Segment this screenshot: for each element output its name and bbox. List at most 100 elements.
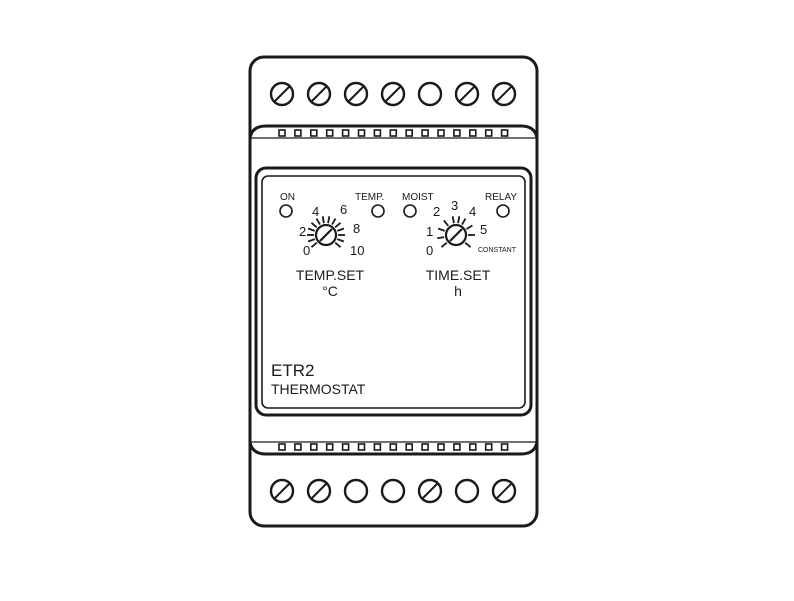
vent-slot — [389, 129, 398, 137]
screw-slot — [496, 483, 512, 499]
vent-slot — [294, 443, 302, 451]
vent-slot — [357, 129, 366, 137]
led-moist-icon — [403, 204, 417, 218]
dial-tick-mark — [307, 238, 316, 243]
screw-slot — [459, 86, 475, 102]
dial-tick-mark — [307, 227, 316, 232]
dial-tick-mark — [457, 216, 461, 224]
bottom-terminal-4[interactable] — [380, 478, 406, 504]
bottom-terminal-7[interactable] — [491, 478, 517, 504]
vent-slot — [341, 443, 350, 451]
vent-slot — [325, 129, 334, 137]
indicator-moist: MOIST — [402, 192, 434, 218]
temp-tick-4: 4 — [312, 204, 319, 219]
vent-slot — [437, 443, 445, 451]
top-terminal-6[interactable] — [454, 81, 480, 107]
temp-tick-0: 0 — [303, 243, 310, 258]
vent-slot — [437, 129, 445, 137]
temp-tick-10: 10 — [350, 243, 364, 258]
indicator-on: ON — [279, 192, 295, 218]
dial-tick-mark — [334, 242, 342, 248]
bottom-terminal-6[interactable] — [454, 478, 480, 504]
bottom-terminal-3[interactable] — [343, 478, 369, 504]
vent-slot — [500, 129, 509, 137]
model-subtitle: THERMOSTAT — [271, 381, 366, 397]
temp-knob-pointer — [319, 228, 333, 242]
terminal-screw-icon — [417, 81, 443, 107]
bottom-terminal-2[interactable] — [306, 478, 332, 504]
vent-slot — [325, 443, 334, 451]
vent-slot — [309, 129, 318, 137]
vent-slot — [373, 129, 382, 137]
vent-slot — [294, 129, 302, 137]
dial-tick-mark — [310, 222, 318, 228]
time-set-title: TIME.SET — [426, 267, 491, 283]
led-temp-icon — [371, 204, 385, 218]
dial-tick-mark — [336, 227, 345, 232]
dial-tick-mark — [334, 222, 342, 228]
top-terminal-row — [269, 81, 517, 107]
top-terminal-2[interactable] — [306, 81, 332, 107]
indicator-temp-label: TEMP. — [355, 192, 384, 203]
time-tick-1: 1 — [426, 224, 433, 239]
indicator-temp: TEMP. — [355, 192, 385, 218]
led-relay-icon — [496, 204, 510, 218]
time-set-dial[interactable]: 0 1 2 3 4 5 CONSTANT TIME.SET h — [426, 198, 517, 299]
indicator-relay: RELAY — [485, 192, 517, 218]
bottom-shoulder — [248, 441, 539, 456]
indicator-moist-label: MOIST — [402, 192, 434, 203]
dial-tick-mark — [437, 236, 445, 240]
time-set-unit: h — [454, 283, 462, 299]
vent-slot — [484, 129, 493, 137]
top-terminal-3[interactable] — [343, 81, 369, 107]
screw-slot — [274, 86, 290, 102]
top-terminal-1[interactable] — [269, 81, 295, 107]
time-dial-scale — [437, 216, 475, 248]
top-terminal-7[interactable] — [491, 81, 517, 107]
time-tick-2: 2 — [433, 204, 440, 219]
bottom-vent-row — [278, 443, 509, 451]
dial-tick-mark — [327, 216, 331, 224]
indicator-relay-label: RELAY — [485, 192, 517, 203]
vent-slot — [278, 443, 286, 451]
dial-tick-mark — [465, 224, 473, 230]
vent-slot — [468, 443, 477, 451]
dial-tick-mark — [464, 242, 472, 248]
temp-set-dial[interactable]: 0 2 4 6 8 10 TEMP.SET °C — [296, 202, 365, 299]
screw-slot — [274, 483, 290, 499]
dial-tick-mark — [310, 242, 318, 248]
time-tick-3: 3 — [451, 198, 458, 213]
screw-slot — [422, 483, 438, 499]
vent-slot — [500, 443, 509, 451]
vent-slot — [405, 129, 414, 137]
vent-slot — [453, 443, 461, 451]
dial-tick-mark — [443, 219, 449, 227]
time-knob-pointer — [449, 228, 463, 242]
dial-tick-mark — [336, 238, 345, 243]
dial-tick-mark — [461, 218, 467, 226]
bottom-terminal-1[interactable] — [269, 478, 295, 504]
top-terminal-4[interactable] — [380, 81, 406, 107]
terminal-screw-icon — [343, 478, 369, 504]
vent-slot — [484, 443, 493, 451]
bottom-terminal-5[interactable] — [417, 478, 443, 504]
dial-tick-mark — [451, 216, 455, 224]
led-on-icon — [279, 204, 293, 218]
top-terminal-5[interactable] — [417, 81, 443, 107]
screw-slot — [496, 86, 512, 102]
time-constant-label: CONSTANT — [478, 247, 517, 254]
temp-tick-6: 6 — [340, 202, 347, 217]
vent-slot — [405, 443, 414, 451]
vent-slot — [309, 443, 318, 451]
top-vent-row — [278, 129, 509, 137]
screw-slot — [311, 86, 327, 102]
terminal-screw-icon — [380, 478, 406, 504]
vent-slot — [453, 129, 461, 137]
time-tick-5: 5 — [480, 222, 487, 237]
indicator-on-label: ON — [280, 192, 295, 203]
dial-tick-mark — [315, 218, 321, 226]
screw-slot — [385, 86, 401, 102]
bottom-terminal-row — [269, 478, 517, 504]
